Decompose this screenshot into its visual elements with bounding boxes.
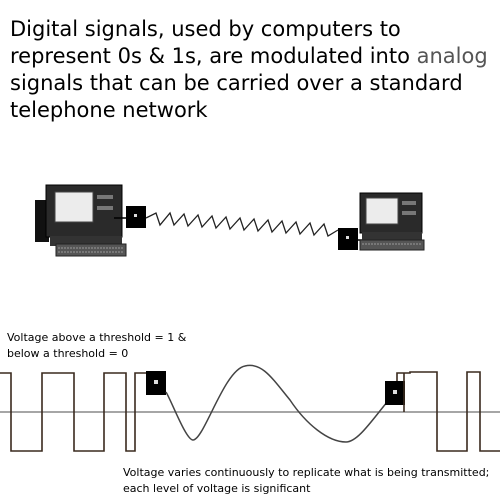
right-drive-slot-2: [402, 211, 416, 215]
left-computer-icon: [35, 184, 132, 257]
left-digital-square-wave: [0, 372, 148, 452]
right-keyboard: [359, 239, 425, 251]
right-computer-icon: [358, 192, 425, 251]
diagram-title: Digital signals, used by computers to re…: [10, 16, 496, 124]
title-text-end: signals that can be carried over a stand…: [10, 71, 463, 122]
right-base: [362, 232, 422, 240]
telephone-line: [145, 211, 339, 237]
title-text: Digital signals, used by computers to re…: [10, 17, 417, 68]
right-screen: [365, 197, 399, 225]
analog-wave: [165, 364, 393, 443]
right-drive-slot: [402, 201, 416, 205]
left-drive-slot-2: [97, 206, 113, 210]
title-accent-word: analog: [416, 44, 488, 68]
right-digital-square-wave: [396, 371, 500, 452]
left-base: [50, 236, 122, 246]
threshold-note: Voltage above a threshold = 1 & below a …: [7, 331, 187, 360]
analog-note: Voltage varies continuously to replicate…: [123, 466, 490, 495]
left-screen: [54, 191, 94, 223]
left-drive-slot: [97, 195, 113, 199]
left-keyboard: [55, 243, 127, 257]
